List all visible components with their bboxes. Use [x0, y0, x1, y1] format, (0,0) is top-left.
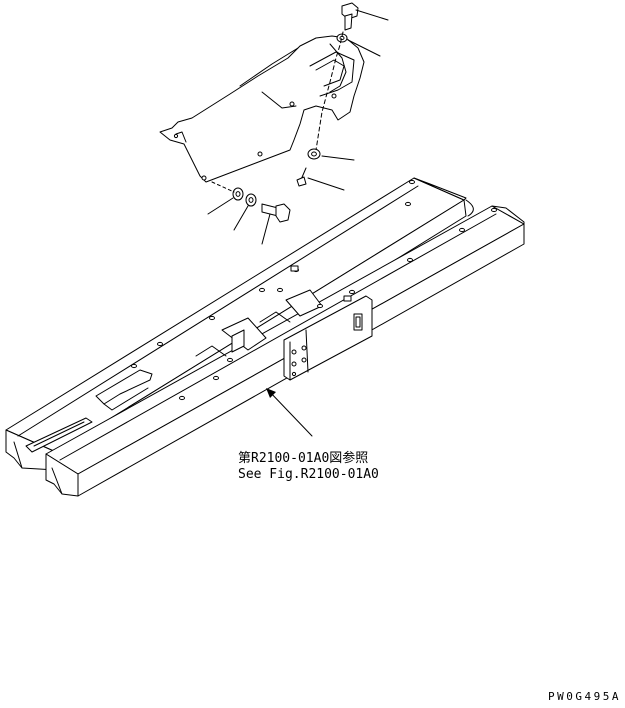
- reference-text-en: See Fig.R2100-01A0: [238, 467, 379, 482]
- reference-text-jp: 第R2100-01A0図参照: [238, 450, 368, 466]
- washer-top: [336, 33, 381, 57]
- drawing-code: PW0G495A: [548, 690, 621, 703]
- reference-arrow: [266, 388, 313, 437]
- track-frame: [5, 177, 525, 497]
- bolt-top: [341, 2, 389, 31]
- track-frame-cover: [159, 35, 365, 183]
- washer-lower-1: [207, 187, 244, 215]
- pin: [296, 167, 345, 191]
- bolt-lower: [261, 203, 291, 245]
- washer-lower-2: [233, 193, 257, 231]
- washer-mid: [307, 148, 355, 161]
